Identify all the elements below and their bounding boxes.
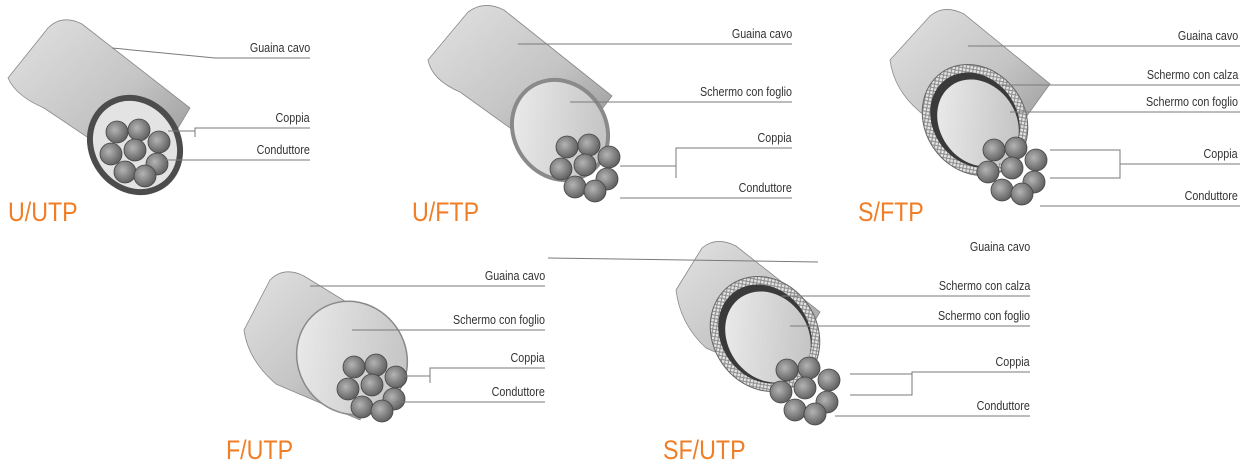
label-conduttore: Conduttore	[256, 143, 310, 157]
cable-title-s-ftp: S/FTP	[858, 197, 924, 227]
label-coppia: Coppia	[510, 351, 545, 365]
label-conduttore: Conduttore	[738, 181, 792, 195]
label-coppia: Coppia	[757, 131, 792, 145]
cable-title-sf-utp: SF/UTP	[663, 435, 746, 465]
label-guaina-cavo: Guaina cavo	[484, 269, 545, 283]
leader-lines	[111, 43, 1240, 417]
cable-title-u-ftp: U/FTP	[412, 197, 480, 227]
label-schermo-con-foglio: Schermo con foglio	[1145, 95, 1238, 109]
cable-f-utp	[243, 271, 409, 423]
cable-title-f-utp: F/UTP	[226, 435, 294, 465]
label-coppia: Coppia	[275, 111, 310, 125]
label-schermo-con-foglio: Schermo con foglio	[452, 313, 545, 327]
cable-title-u-utp: U/UTP	[8, 197, 78, 227]
label-conduttore: Conduttore	[491, 385, 545, 399]
label-guaina-cavo: Guaina cavo	[731, 27, 792, 41]
label-schermo-con-foglio: Schermo con foglio	[937, 309, 1030, 323]
label-conduttore: Conduttore	[976, 399, 1030, 413]
cable-sf-utp	[675, 241, 841, 426]
label-schermo-con-foglio: Schermo con foglio	[699, 85, 792, 99]
cable-u-utp	[7, 19, 191, 196]
label-coppia: Coppia	[995, 355, 1030, 369]
label-schermo-con-calza: Schermo con calza	[938, 279, 1030, 293]
label-coppia: Coppia	[1203, 147, 1238, 161]
cable-s-ftp	[889, 9, 1051, 206]
label-guaina-cavo: Guaina cavo	[1177, 29, 1238, 43]
label-schermo-con-calza: Schermo con calza	[1146, 68, 1238, 82]
label-guaina-cavo: Guaina cavo	[969, 240, 1030, 254]
label-guaina-cavo: Guaina cavo	[249, 41, 310, 55]
cable-u-ftp	[427, 5, 621, 203]
label-conduttore: Conduttore	[1184, 189, 1238, 203]
